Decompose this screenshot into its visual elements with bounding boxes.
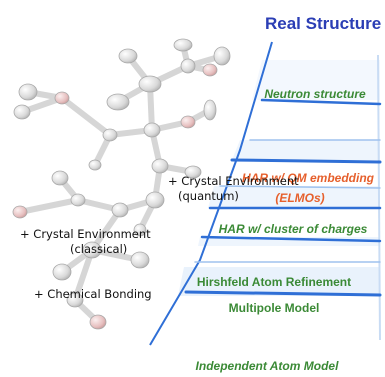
atom: [82, 241, 102, 259]
atom-oxygen: [12, 205, 28, 219]
atom: [66, 292, 84, 308]
level-har-qm-embedding: HAR w/ QM embedding: [242, 171, 375, 185]
atom: [145, 191, 165, 209]
contribution-quantum-line2: (quantum): [178, 189, 239, 203]
atom-oxygen: [89, 314, 107, 330]
level-wedge: [149, 41, 382, 346]
atom: [102, 128, 118, 142]
atom: [118, 48, 138, 64]
atom-oxygen: [54, 91, 70, 105]
level-multipole-model: Multipole Model: [229, 301, 320, 315]
atom: [111, 202, 129, 218]
level-hirshfeld-atom-refinement: Hirshfeld Atom Refinement: [197, 275, 351, 289]
atom: [151, 158, 169, 174]
level-independent-atom-model: Independent Atom Model: [196, 359, 340, 373]
contribution-classical-line2: (classical): [70, 242, 127, 256]
atom: [70, 193, 86, 207]
contribution-classical-line1: + Crystal Environment: [20, 227, 151, 241]
molecule-illustration: [12, 38, 231, 330]
diagram-title: Real Structure: [265, 14, 381, 33]
atom: [184, 165, 202, 179]
atom: [106, 93, 130, 111]
atom: [18, 83, 38, 101]
level-neutron-structure: Neutron structure: [264, 87, 366, 101]
atom: [143, 122, 161, 138]
atom: [52, 263, 72, 281]
atom: [213, 46, 231, 66]
atom: [88, 159, 102, 171]
atom-oxygen: [180, 115, 196, 129]
atom: [130, 251, 150, 269]
atom: [133, 223, 147, 237]
atom: [203, 99, 217, 121]
atom: [13, 104, 31, 120]
contribution-chemical-bonding: + Chemical Bonding: [34, 287, 152, 301]
atom-oxygen: [202, 63, 218, 77]
contribution-quantum-line1: + Crystal Environment: [168, 174, 299, 188]
atom: [51, 170, 69, 186]
atom: [173, 38, 193, 52]
atom: [180, 58, 196, 74]
level-har-cluster-of-charges: HAR w/ cluster of charges: [219, 222, 368, 236]
molecule-atoms: [12, 38, 231, 330]
level-elmos: (ELMOs): [275, 191, 324, 205]
atom: [138, 75, 162, 93]
